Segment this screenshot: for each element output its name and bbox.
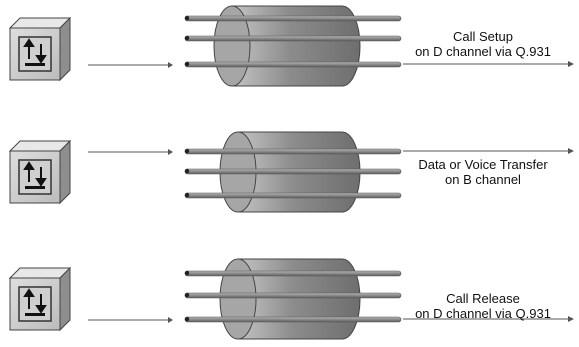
label-line-1: Data or Voice Transfer xyxy=(418,157,548,172)
label-line-1: Call Setup xyxy=(453,29,513,44)
isdn-terminal-icon xyxy=(8,16,72,82)
cable-bundle-icon xyxy=(184,258,402,340)
isdn-terminal-icon xyxy=(8,139,72,205)
row-label-data-transfer: Data or Voice Transfer on B channel xyxy=(404,157,562,187)
row-data-transfer xyxy=(8,131,574,213)
row-label-call-setup: Call Setup on D channel via Q.931 xyxy=(408,29,558,59)
cable-bundle-icon xyxy=(184,131,402,213)
isdn-terminal-icon xyxy=(8,266,72,332)
label-line-2: on D channel via Q.931 xyxy=(415,44,551,59)
label-line-1: Call Release xyxy=(446,291,520,306)
row-label-call-release: Call Release on D channel via Q.931 xyxy=(408,291,558,321)
cable-bundle-icon xyxy=(184,5,402,87)
up-down-arrows-icon xyxy=(23,38,47,66)
label-line-2: on B channel xyxy=(445,172,521,187)
up-down-arrows-icon xyxy=(23,288,47,316)
row-call-setup xyxy=(8,5,574,87)
label-line-2: on D channel via Q.931 xyxy=(415,306,551,321)
up-down-arrows-icon xyxy=(23,161,47,189)
row-call-release xyxy=(8,258,574,340)
